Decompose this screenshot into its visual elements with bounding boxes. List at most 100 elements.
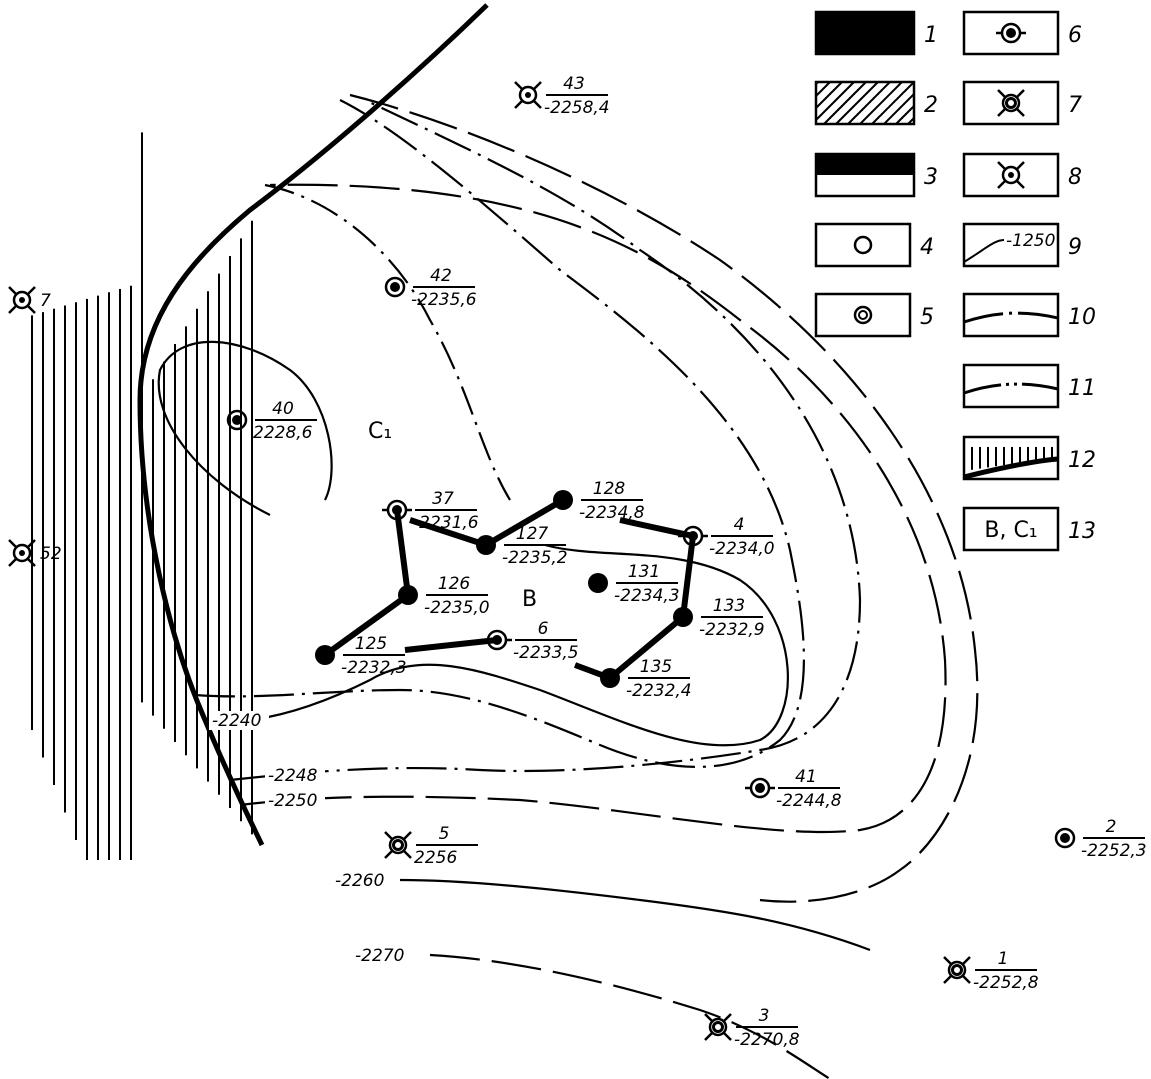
well-number: 128 — [593, 479, 626, 499]
well-number: 41 — [795, 767, 817, 787]
legend-swatch-icon — [962, 292, 1060, 338]
well-elevation: 2228,6 — [253, 423, 313, 443]
legend-item-7: 7 — [962, 80, 1082, 126]
contour-2250 — [239, 183, 947, 834]
well-elevation: -2252,8 — [973, 973, 1039, 993]
legend-item-3: 3 — [814, 152, 938, 198]
well-126: 126-2235,0 — [398, 574, 490, 618]
contour-label: -2270 — [355, 946, 404, 966]
contour-2248 — [229, 99, 862, 782]
well-number: 52 — [40, 544, 62, 564]
well-number: 43 — [563, 74, 585, 94]
well-symbol-icon — [315, 645, 335, 665]
contour-label: -2240 — [212, 711, 261, 731]
legend-number: 3 — [924, 165, 938, 190]
contour-inner-loop — [249, 543, 789, 747]
well-elevation: -2244,8 — [776, 791, 842, 811]
well-symbol-icon — [384, 276, 406, 298]
well-symbol-icon — [745, 777, 775, 799]
well-3: 3-2270,8 — [704, 1006, 800, 1050]
well-number: 1 — [998, 949, 1009, 969]
contour-2255 — [349, 93, 979, 903]
well-symbol-icon — [8, 286, 36, 314]
well-symbol-icon — [704, 1013, 732, 1041]
legend-swatch-icon — [814, 222, 912, 268]
legend-number: 5 — [920, 305, 934, 330]
legend-swatch-icon — [962, 435, 1060, 481]
legend-item-11: 11 — [962, 363, 1096, 409]
well-symbol-icon — [1054, 827, 1076, 849]
contour-label: -2260 — [335, 871, 384, 891]
well-symbol-icon — [553, 490, 573, 510]
well-elevation: -2235,2 — [502, 548, 568, 568]
legend-number: 6 — [1068, 23, 1082, 48]
well-elevation: -2270,8 — [734, 1030, 800, 1050]
well-symbol-icon — [382, 499, 412, 521]
legend-swatch-icon — [814, 80, 916, 126]
well-number: 125 — [355, 634, 387, 654]
well-symbol-icon — [8, 539, 36, 567]
well-elevation: -2235,0 — [424, 598, 490, 618]
well-symbol-icon — [673, 607, 693, 627]
fault-line — [137, 3, 489, 847]
well-37: 37-2231,6 — [382, 489, 479, 533]
contour-2240 — [194, 99, 806, 768]
legend-item-10: 10 — [962, 292, 1096, 338]
well-number: 131 — [628, 562, 660, 582]
legend-item-4: 4 — [814, 222, 934, 268]
legend-sample-text: -1250 — [1006, 231, 1055, 251]
well-number: 6 — [538, 619, 549, 639]
well-125: 125 -2232,3 — [315, 634, 407, 678]
legend-swatch-icon — [814, 10, 916, 56]
well-number: 7 — [40, 291, 51, 311]
well-symbol-icon — [600, 668, 620, 688]
well-elevation: -2232,3 — [341, 658, 407, 678]
well-133: 133-2232,9 — [673, 596, 765, 640]
legend-item-12: 12 — [962, 435, 1096, 481]
well-elevation: -2234,8 — [579, 503, 645, 523]
legend-swatch-icon — [962, 222, 1060, 268]
well-symbol-icon — [384, 831, 412, 859]
fault-hatching — [31, 132, 253, 860]
legend-number: 12 — [1068, 448, 1096, 473]
well-symbol-icon — [678, 525, 708, 547]
legend-number: 8 — [1068, 165, 1082, 190]
well-symbol-icon — [514, 81, 542, 109]
contour-2270 — [429, 953, 831, 1079]
well-elevation: 2256 — [414, 848, 457, 868]
legend-item-8: 8 — [962, 152, 1082, 198]
zone-label-c1: C₁ — [368, 419, 392, 444]
contour-2260 — [399, 878, 871, 952]
well-elevation: -2234,3 — [614, 586, 680, 606]
legend-number: 2 — [924, 93, 938, 118]
well-number: 2 — [1106, 817, 1117, 837]
legend-swatch-icon — [962, 80, 1060, 126]
zone-label-b: B — [522, 587, 537, 612]
well-4: 4-2234,0 — [678, 515, 775, 559]
well-7: 7 — [8, 286, 51, 314]
contour-2235-boundary — [264, 183, 511, 501]
legend-number: 7 — [1068, 93, 1082, 118]
well-52: 52 — [8, 539, 62, 567]
well-symbol-icon — [226, 409, 248, 431]
well-127: 127-2235,2 — [476, 524, 568, 568]
well-6: 6-2233,5 — [482, 619, 579, 663]
well-elevation: -2235,6 — [411, 290, 477, 310]
legend-swatch-icon — [962, 10, 1060, 56]
contour-label: -2250 — [268, 791, 317, 811]
legend-number: 1 — [924, 23, 938, 48]
well-number: 133 — [713, 596, 745, 616]
contour-2228 — [157, 340, 333, 516]
well-number: 37 — [432, 489, 454, 509]
well-41: 41 -2244,8 — [745, 767, 842, 811]
legend-item-2: 2 — [814, 80, 938, 126]
contour-label: -2248 — [268, 766, 318, 786]
well-symbol-icon — [476, 535, 496, 555]
legend-swatch-icon — [962, 363, 1060, 409]
well-42: 42-2235,6 — [384, 266, 477, 310]
